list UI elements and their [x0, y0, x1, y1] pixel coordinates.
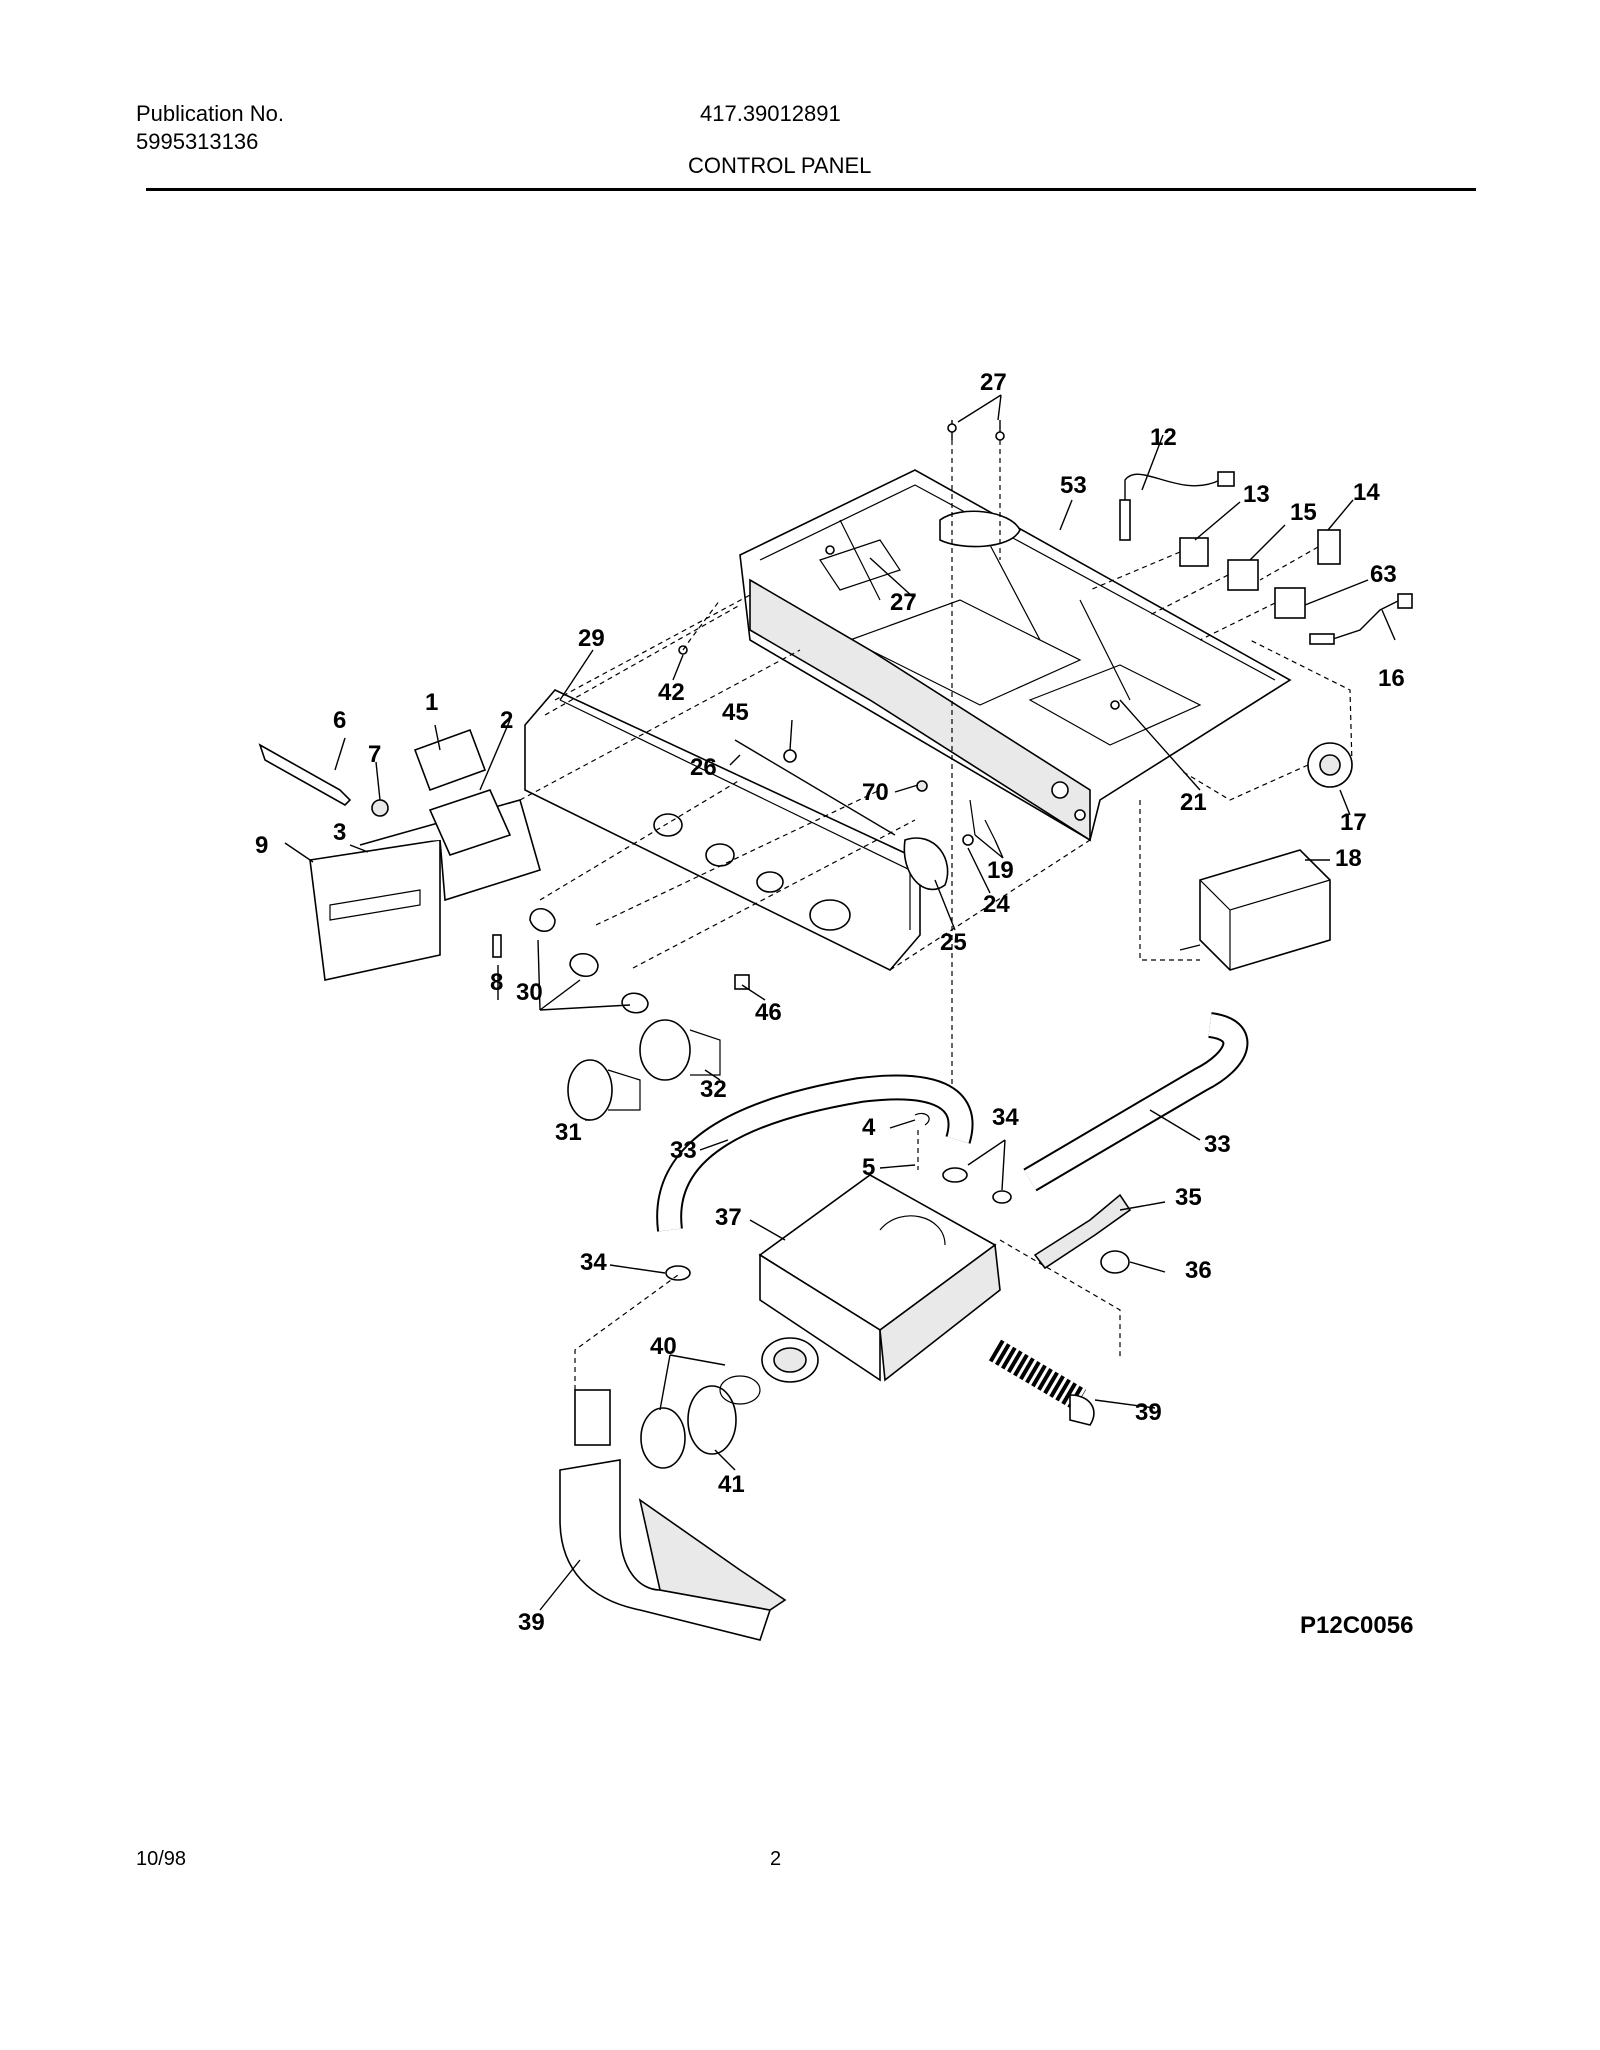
dispenser-drawer: [258, 728, 541, 981]
selector-switches: [1089, 529, 1341, 641]
page-number: 2: [770, 1848, 782, 1870]
callout-12: 12: [1150, 424, 1177, 451]
callout-4: 4: [862, 1114, 876, 1141]
callout-8: 8: [490, 969, 503, 996]
callout-16: 16: [1378, 665, 1405, 692]
callout-41: 41: [718, 1471, 745, 1498]
callout-30: 31: [555, 1119, 582, 1146]
callout-26-top: 27: [980, 369, 1007, 396]
publication-number: 5995313136: [136, 129, 259, 154]
clamps: [665, 1112, 1012, 1281]
callout-42: 42: [658, 679, 685, 706]
wire-16: [1309, 593, 1413, 645]
callout-35: 36: [1185, 1257, 1212, 1284]
callout-3: 3: [333, 819, 346, 846]
callout-70: 70: [862, 779, 889, 806]
assembly-guides: [519, 594, 1091, 971]
footer-date: 10/98: [136, 1848, 187, 1870]
callout-34: 35: [1175, 1184, 1202, 1211]
knobs-29: [529, 907, 750, 1014]
callout-40: 40: [650, 1333, 677, 1360]
dispenser-housing-36: [758, 1174, 1001, 1383]
section-title: CONTROL PANEL: [688, 153, 872, 178]
drain-hose-37: [988, 1339, 1095, 1426]
linkage-parts: [678, 545, 1120, 891]
callout-45: 45: [722, 699, 749, 726]
callout-14: 14: [1353, 479, 1380, 506]
callout-17: 17: [1340, 809, 1367, 836]
callout-24: 25: [940, 929, 967, 956]
callout-31: 32: [700, 1076, 727, 1103]
callout-53: 46: [755, 999, 782, 1026]
callout-19: 19: [987, 857, 1014, 884]
callout-25: 26: [690, 754, 717, 781]
callout-46: 53: [1060, 472, 1087, 499]
timer-motor-18: [1139, 800, 1331, 971]
callout-23: 24: [983, 891, 1010, 918]
callout-21: 21: [1180, 789, 1207, 816]
callout-26-mid: 27: [890, 589, 917, 616]
callout-18: 18: [1335, 845, 1362, 872]
callout-15: 15: [1290, 499, 1317, 526]
wire-harness-12: [1119, 471, 1235, 541]
callout-29: 30: [516, 979, 543, 1006]
large-knobs: [567, 1019, 721, 1121]
callout-2: 2: [500, 707, 513, 734]
callout-39: 39: [518, 1609, 545, 1636]
callout-36: 37: [715, 1204, 742, 1231]
header-rule: [146, 188, 1476, 191]
callout-7: 7: [368, 741, 381, 768]
pressure-switch-17: [1179, 639, 1353, 801]
chassis-frame: [739, 469, 1292, 842]
inlet-duct-39: [559, 1274, 787, 1641]
callout-13: 13: [1243, 481, 1270, 508]
model-number: 417.39012891: [700, 101, 841, 126]
callout-1: 1: [425, 689, 438, 716]
callout-9: 9: [255, 832, 268, 859]
bracket-and-valve: [999, 1193, 1132, 1360]
hoses-32: [656, 1012, 1249, 1232]
publication-label: Publication No.: [136, 101, 284, 126]
callout-33-top: 34: [992, 1104, 1019, 1131]
callout-32-left: 33: [670, 1137, 697, 1164]
callout-6: 6: [333, 707, 346, 734]
callout-37: 39: [1135, 1399, 1162, 1426]
control-panel-fascia-27: [524, 689, 921, 971]
leader-lines: [284, 394, 1396, 1611]
callout-33-left: 34: [580, 1249, 607, 1276]
diagram-code: P12C0056: [1300, 1612, 1414, 1639]
callout-63: 63: [1370, 561, 1397, 588]
callouts: 27 12 53 13 15 14 63 16 17 18 21 27 29 4…: [255, 369, 1405, 1636]
callout-27: 29: [578, 625, 605, 652]
callout-5: 5: [862, 1154, 875, 1181]
screws: [947, 420, 1005, 1090]
callout-32-right: 33: [1204, 1131, 1231, 1158]
